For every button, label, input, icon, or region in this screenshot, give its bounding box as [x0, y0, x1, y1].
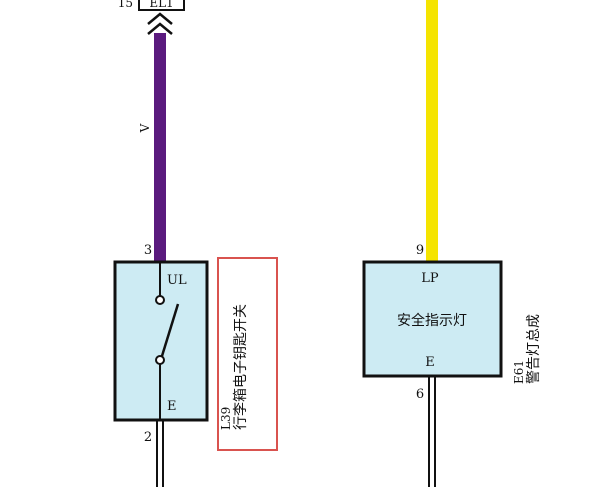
switch-component-label: L39 行李箱电子钥匙开关 [215, 304, 249, 430]
switch-pin-top: 3 [144, 243, 152, 258]
lamp-component-label: E61 警告灯总成 [508, 314, 542, 384]
switch-name: 行李箱电子钥匙开关 [233, 304, 249, 430]
lamp-inner-label: 安全指示灯 [397, 312, 467, 329]
wire-yellow [426, 0, 438, 263]
switch-ref: L39 [219, 407, 233, 430]
switch-pin-bottom: 2 [144, 430, 152, 445]
lamp-terminal-top: LP [421, 271, 439, 286]
lamp-pin-bottom: 6 [416, 387, 424, 402]
switch-blade [160, 303, 180, 357]
highlight-frame [217, 257, 278, 451]
lamp-ref: E61 [512, 360, 526, 384]
lamp-terminal-bottom: E [425, 355, 435, 370]
lamp-pin-top: 9 [416, 243, 424, 258]
connector-chevron [147, 22, 173, 35]
switch-contact-top [155, 295, 165, 305]
connector-chevron [147, 12, 173, 25]
connector-name: EL1 [149, 0, 173, 10]
switch-contact-bottom [155, 355, 165, 365]
switch-terminal-top: UL [167, 273, 187, 288]
wire-color-code: V [138, 123, 152, 133]
connector-box [138, 0, 185, 11]
switch-terminal-bottom: E [167, 399, 177, 414]
wire-violet [154, 33, 166, 263]
lamp-box [362, 260, 503, 378]
lamp-name: 警告灯总成 [526, 314, 542, 384]
connector-pin: 15 [118, 0, 133, 10]
